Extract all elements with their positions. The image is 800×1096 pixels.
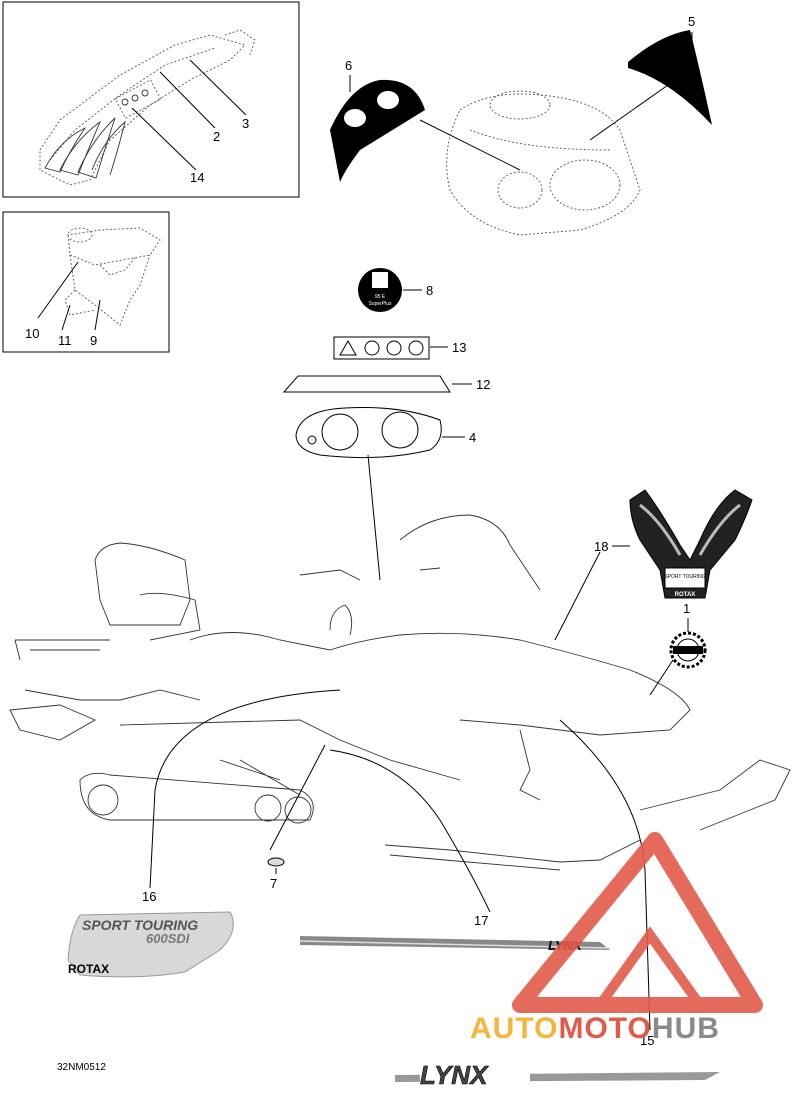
decal-18-lynx-badge: SPORT TOURING ROTAX — [629, 489, 753, 599]
decal-side-sport-touring: SPORT TOURING 600SDI ROTAX — [67, 911, 234, 978]
watermark-logo — [512, 832, 763, 1013]
callout-7: 7 — [270, 876, 277, 891]
callout-18: 18 — [594, 539, 608, 554]
decal-6-console — [330, 79, 425, 182]
decal-8-fuel-label: 95 E SuperPlus — [358, 268, 402, 312]
callout-3: 3 — [242, 116, 249, 131]
decal-4-gauge-surround — [295, 407, 442, 459]
svg-text:SPORT TOURING: SPORT TOURING — [82, 917, 198, 933]
callout-1: 1 — [683, 601, 690, 616]
decal-7-small-oval — [267, 857, 285, 867]
decal-bottom-lynx: LYNX — [395, 1058, 720, 1090]
callout-16: 16 — [142, 889, 156, 904]
callout-14: 14 — [190, 170, 204, 185]
decal-12-strip — [282, 375, 451, 393]
callout-5: 5 — [688, 14, 695, 29]
callout-17: 17 — [474, 913, 488, 928]
callout-13: 13 — [452, 340, 466, 355]
callout-15: 15 — [640, 1033, 654, 1048]
callout-9: 9 — [90, 333, 97, 348]
svg-text:LYNX: LYNX — [420, 1060, 489, 1090]
callout-6: 6 — [345, 58, 352, 73]
svg-text:95 E: 95 E — [375, 294, 386, 300]
svg-text:ROTAX: ROTAX — [675, 592, 696, 598]
svg-text:SuperPlus: SuperPlus — [368, 301, 392, 307]
decal-5-wedge — [628, 30, 712, 125]
part-id-label: 32NM0512 — [57, 1062, 106, 1073]
callout-10: 10 — [25, 326, 39, 341]
svg-text:600SDI: 600SDI — [146, 931, 190, 946]
snowmobile-drawing — [9, 514, 791, 871]
watermark-text: AUTOMOTOHUB — [470, 1012, 720, 1045]
inset-panel-top — [2, 1, 300, 198]
console-housing-drawing — [446, 90, 641, 236]
decal-13-warning-strip — [333, 336, 430, 360]
decal-1-gear-badge — [669, 631, 707, 669]
oil-tank-drawing — [64, 227, 161, 326]
callout-12: 12 — [476, 377, 490, 392]
callout-11: 11 — [58, 333, 72, 348]
inset-panel-middle — [2, 211, 170, 353]
svg-text:SPORT TOURING: SPORT TOURING — [664, 574, 705, 580]
callout-8: 8 — [426, 283, 433, 298]
callout-2: 2 — [213, 129, 220, 144]
callout-4: 4 — [469, 430, 476, 445]
svg-text:ROTAX: ROTAX — [68, 962, 109, 976]
hood-decal-drawing — [39, 29, 256, 186]
